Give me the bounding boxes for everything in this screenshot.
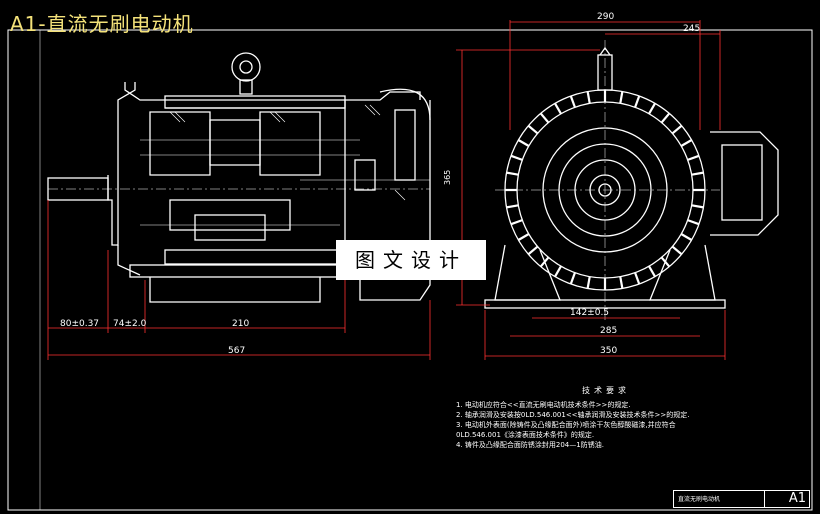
dim-shaft-length: 80±0.37 bbox=[60, 319, 99, 329]
cooling-fin bbox=[680, 233, 693, 241]
drawing-frame bbox=[7, 29, 813, 511]
cooling-fin bbox=[506, 171, 519, 176]
dim-base-inner: 285 bbox=[600, 326, 617, 336]
cooling-fin bbox=[648, 265, 656, 278]
note-item: 1. 电动机应符合<<直流无刷电动机技术条件>>的规定. bbox=[456, 401, 631, 409]
end-view bbox=[484, 40, 779, 320]
cooling-fin bbox=[554, 265, 562, 278]
cooling-fin bbox=[517, 139, 530, 147]
cooling-fin bbox=[671, 124, 683, 135]
note-item: 0LD.546.001《涂漆表面技术条件》的规定. bbox=[456, 431, 595, 439]
cooling-fin bbox=[687, 219, 700, 226]
cooling-fin bbox=[569, 95, 576, 108]
technical-requirements: 技术要求 1. 电动机应符合<<直流无刷电动机技术条件>>的规定. 2. 轴承润… bbox=[456, 386, 756, 450]
cooling-fin bbox=[569, 272, 576, 285]
watermark: 图文设计 bbox=[336, 240, 486, 280]
cooling-fin bbox=[527, 245, 539, 256]
cooling-fin bbox=[506, 204, 519, 209]
cooling-fin bbox=[680, 139, 693, 147]
dim-top-width-inner: 245 bbox=[683, 24, 700, 34]
cooling-fin bbox=[527, 124, 539, 135]
cooling-fin bbox=[634, 272, 641, 285]
dim-shaft-offset: 74±2.0 bbox=[113, 319, 147, 329]
title-block-divider bbox=[764, 491, 765, 507]
note-item: 3. 电动机外表面(除铸件及凸缘配合面外)喷涂干灰色醇酸磁漆,并应符合 bbox=[456, 421, 676, 429]
dim-base-outer: 350 bbox=[600, 346, 617, 356]
dim-total-length: 567 bbox=[228, 346, 245, 356]
cooling-fin bbox=[691, 171, 704, 176]
note-item: 4. 铸件及凸缘配合面防锈涂封用204—1防锈油. bbox=[456, 441, 604, 449]
note-item: 2. 轴承润滑及安装按0LD.546.001<<轴承润滑及安装技术条件>>的规定… bbox=[456, 411, 690, 419]
dim-base-hole: 142±0.5 bbox=[570, 308, 609, 318]
side-dimensions bbox=[47, 200, 431, 360]
cooling-fin bbox=[619, 276, 624, 289]
end-dimensions bbox=[456, 20, 726, 360]
cooling-fin bbox=[671, 245, 683, 256]
dim-top-width: 290 bbox=[597, 12, 614, 22]
cooling-fin bbox=[687, 154, 700, 161]
title-block-size: A1 bbox=[788, 491, 806, 506]
cooling-fin bbox=[539, 112, 550, 124]
cooling-fin bbox=[660, 256, 671, 268]
cooling-fin bbox=[648, 102, 656, 115]
title-block-name: 直流无刷电动机 bbox=[678, 496, 721, 503]
title-block: 直流无刷电动机 A1 bbox=[673, 490, 810, 508]
dim-frame-length: 210 bbox=[232, 319, 249, 329]
end-view-fins bbox=[505, 90, 705, 290]
cooling-fin bbox=[554, 102, 562, 115]
cooling-fin bbox=[691, 204, 704, 209]
cooling-fin bbox=[586, 91, 591, 104]
cooling-fin bbox=[586, 276, 591, 289]
cooling-fin bbox=[510, 154, 523, 161]
cooling-fin bbox=[634, 95, 641, 108]
page-title: A1-直流无刷电动机 bbox=[10, 12, 194, 36]
cooling-fin bbox=[660, 112, 671, 124]
notes-title: 技术要求 bbox=[582, 386, 630, 395]
cooling-fin bbox=[539, 256, 550, 268]
cooling-fin bbox=[517, 233, 530, 241]
dim-height: 365 bbox=[443, 170, 452, 185]
cooling-fin bbox=[619, 91, 624, 104]
side-view-hatching bbox=[169, 104, 406, 201]
cooling-fin bbox=[510, 219, 523, 226]
